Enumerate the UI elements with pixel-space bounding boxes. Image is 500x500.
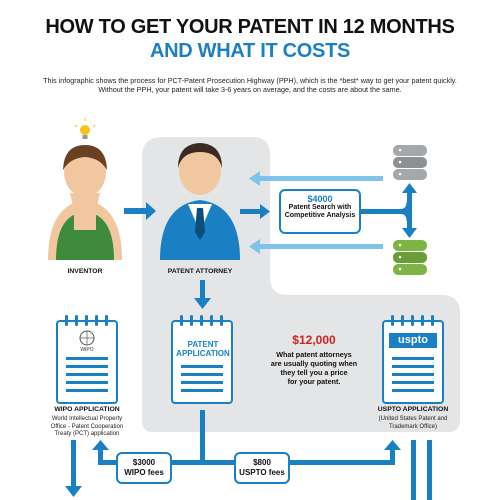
- wipo-fee-label: WIPO fees: [124, 468, 164, 477]
- arrow-uspto-down: [411, 440, 432, 500]
- uspto-logo-text: uspto: [398, 334, 428, 346]
- search-cost-box: $4000 Patent Search with Competitive Ana…: [279, 189, 361, 234]
- arrow-server-top-to-attorney: [249, 171, 383, 186]
- arrow-search-to-servers: [360, 183, 417, 238]
- search-line-1: Patent Search with: [288, 204, 352, 211]
- uspto-document-icon: [382, 315, 444, 404]
- wipo-desc-line-1: World Intellectual Property: [51, 416, 123, 422]
- server-bottom-icon: [393, 240, 427, 275]
- uspto-desc-line-2: Trademark Office): [388, 423, 437, 430]
- wipo-fee-price: $3000: [132, 458, 156, 467]
- arrow-server-bottom-to-attorney: [249, 239, 383, 254]
- uspto-desc-line-1: (United States Patent and: [378, 416, 448, 422]
- patent-application-line-2: APPLICATION: [176, 349, 230, 358]
- typical-quote-price: $12,000: [292, 333, 336, 347]
- inventor-label: INVENTOR: [67, 268, 103, 275]
- page-title: HOW TO GET YOUR PATENT IN 12 MONTHS: [45, 16, 455, 38]
- intro-text: This infographic shows the process for P…: [40, 76, 460, 94]
- arrow-attorney-to-patent-app: [194, 280, 211, 309]
- uspto-application-label: USPTO APPLICATION: [377, 406, 449, 413]
- uspto-fee-price: $800: [253, 458, 271, 467]
- lightbulb-icon: [74, 118, 96, 139]
- inventor-icon: [48, 145, 122, 260]
- quote-desc-line-1: What patent attorneys: [276, 350, 352, 359]
- arrow-wipo-down: [65, 440, 82, 497]
- wipo-desc-line-2: Office - Patent Cooperation: [50, 423, 124, 430]
- wipo-desc-line-3: Treaty (PCT) application: [54, 431, 120, 437]
- quote-desc-line-2: are usually quoting when: [270, 359, 358, 368]
- arrow-inventor-to-attorney: [124, 202, 156, 220]
- arrow-attorney-to-search: [240, 204, 270, 219]
- attorney-label: PATENT ATTORNEY: [167, 268, 233, 275]
- server-top-icon: [393, 145, 427, 180]
- search-line-2: Competitive Analysis: [284, 212, 356, 219]
- patent-application-document-icon: [171, 315, 233, 404]
- quote-desc-line-3: they tell you a price: [280, 368, 348, 377]
- patent-application-title: PATENT APPLICATION: [172, 340, 234, 358]
- uspto-fee-label: USPTO fees: [239, 468, 285, 477]
- wipo-fee-box: $3000 WIPO fees: [116, 452, 172, 484]
- uspto-description: (United States Patent and Trademark Offi…: [360, 416, 466, 431]
- quote-desc-line-4: for your patent.: [287, 377, 341, 386]
- typical-quote-description: What patent attorneys are usually quotin…: [258, 350, 370, 386]
- wipo-document-icon: [56, 315, 118, 404]
- wipo-description: World Intellectual Property Office - Pat…: [35, 416, 139, 439]
- wipo-logo-text: WIPO: [80, 347, 94, 353]
- attorney-icon: [160, 143, 240, 260]
- uspto-fee-box: $800 USPTO fees: [234, 452, 290, 484]
- patent-application-line-1: PATENT: [187, 340, 219, 349]
- page-subtitle: AND WHAT IT COSTS: [149, 40, 351, 62]
- intro-line-2: Without the PPH, your patent will take 3…: [98, 85, 402, 94]
- search-price: $4000: [307, 194, 333, 204]
- intro-line-1: This infographic shows the process for P…: [43, 76, 457, 85]
- wipo-application-label: WIPO APPLICATION: [54, 406, 120, 413]
